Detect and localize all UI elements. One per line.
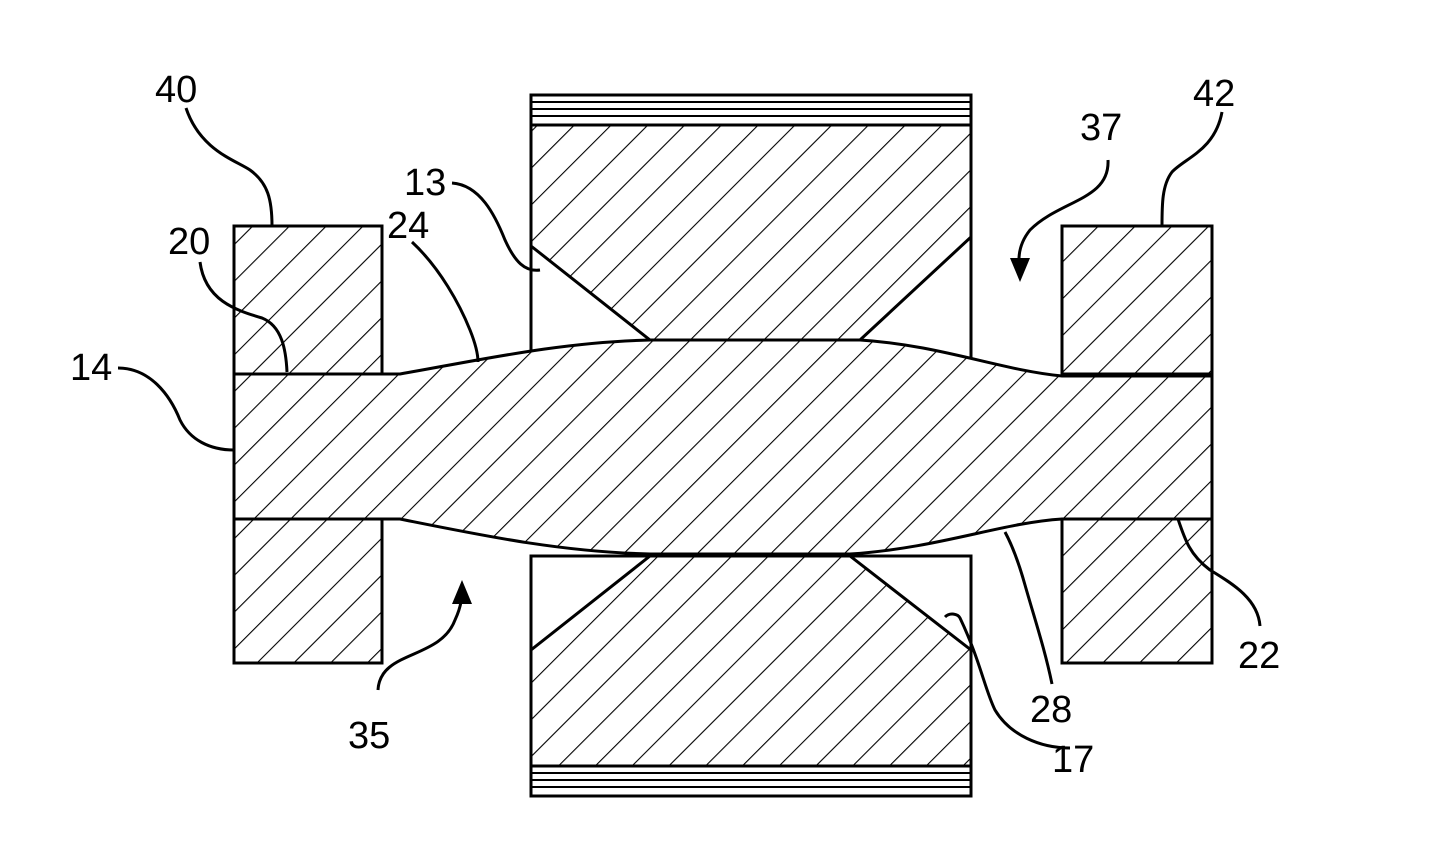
label-40: 40 (155, 69, 197, 111)
lower-roll (531, 556, 971, 796)
leader-42 (1162, 112, 1222, 226)
label-37: 37 (1080, 107, 1122, 149)
arrow-35 (378, 580, 472, 690)
label-14: 14 (70, 347, 112, 389)
left-lower-block (234, 519, 382, 663)
right-lower-block (1062, 519, 1212, 663)
label-20: 20 (168, 221, 210, 263)
right-upper-block (1062, 226, 1212, 374)
left-upper-block (234, 226, 382, 374)
leader-13 (452, 183, 540, 270)
label-42: 42 (1193, 73, 1235, 115)
label-22: 22 (1238, 635, 1280, 677)
leader-24 (412, 242, 478, 362)
leader-14 (118, 368, 234, 450)
label-28: 28 (1030, 689, 1072, 731)
label-13: 13 (404, 162, 446, 204)
label-17: 17 (1052, 739, 1094, 781)
leader-40 (186, 108, 272, 226)
upper-roll (531, 95, 971, 358)
label-35: 35 (348, 715, 390, 757)
label-24: 24 (387, 205, 429, 247)
leader-28 (1005, 532, 1052, 684)
